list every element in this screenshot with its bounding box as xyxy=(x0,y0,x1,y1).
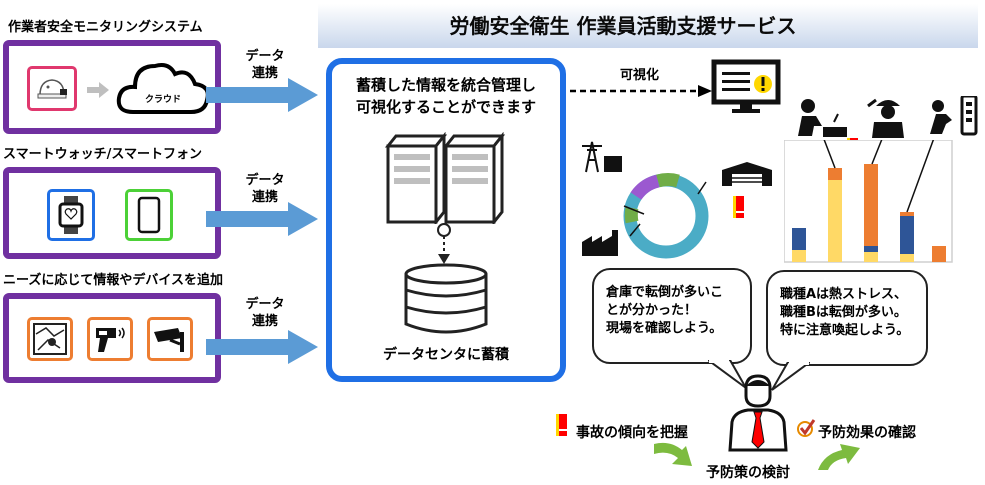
power-tower-icon xyxy=(582,141,622,173)
worker-welder-icon xyxy=(798,99,847,137)
datacenter-label: データセンタに蓄積 xyxy=(383,347,509,363)
map-icon xyxy=(33,323,67,355)
source-box-wearables xyxy=(3,167,221,259)
accident-trend-label: 事故の傾向を把握 xyxy=(576,425,688,441)
monitor-alert-icon xyxy=(711,59,781,113)
job-type-bar-chart xyxy=(784,140,953,263)
server-icon xyxy=(384,132,506,224)
visualize-arrow xyxy=(570,85,712,97)
warning-icon xyxy=(733,196,744,218)
thermometer-gun-icon xyxy=(96,327,125,352)
bubble-tail-1 xyxy=(708,360,747,389)
source-title-3: ニーズに応じて情報やデバイスを追加 xyxy=(3,273,223,288)
check-icon xyxy=(797,419,816,437)
green-arrow-left xyxy=(654,442,692,466)
link-arrow-1 xyxy=(206,78,318,112)
small-arrow-icon xyxy=(87,82,109,98)
source-title-2: スマートウォッチ/スマートフォン xyxy=(3,147,202,162)
map-card xyxy=(27,317,73,361)
warehouse-icon xyxy=(722,162,772,186)
cloud-icon xyxy=(116,63,210,114)
smartwatch-card xyxy=(47,189,95,241)
thermometer-card xyxy=(87,317,133,361)
manager-icon xyxy=(728,374,788,452)
camera-card xyxy=(147,317,193,361)
speech-bubble-job-type: 職種Aは熱ストレス、 職種Bは転倒が多い。 特に注意喚起しよう。 xyxy=(766,270,928,366)
prevention-plan-label: 予防策の検討 xyxy=(706,465,790,481)
link-label-1: データ連携 xyxy=(245,49,285,81)
source-title-1: 作業者安全モニタリングシステム xyxy=(8,20,203,35)
header-banner xyxy=(318,4,978,48)
incident-donut-chart xyxy=(623,173,709,259)
database-icon xyxy=(404,263,488,334)
helmet-sensor-icon xyxy=(37,79,67,99)
speech-bubble-warehouse: 倉庫で転倒が多いこ とが分かった！ 現場を確認しよう。 xyxy=(592,268,752,364)
connector-icon xyxy=(437,223,451,264)
link-arrow-2 xyxy=(206,202,318,236)
page-title: 労働安全衛生 作業員活動支援サービス xyxy=(449,14,797,38)
security-camera-icon xyxy=(154,328,184,352)
worker-electrician-icon xyxy=(930,96,978,136)
source-box-devices xyxy=(3,293,221,383)
integration-description: 蓄積した情報を統合管理し 可視化することができます xyxy=(355,76,536,116)
smartphone-icon xyxy=(137,196,161,234)
link-label-3: データ連携 xyxy=(245,297,285,329)
prevention-effect-label: 予防効果の確認 xyxy=(818,425,916,441)
link-arrow-3 xyxy=(206,330,318,364)
visualize-label: 可視化 xyxy=(620,68,660,83)
source-box-monitoring: クラウド xyxy=(3,40,221,134)
warning-icon-3 xyxy=(556,414,567,436)
green-arrow-right xyxy=(818,444,860,470)
link-label-2: データ連携 xyxy=(245,173,285,205)
cloud-label: クラウド xyxy=(144,95,181,105)
smartwatch-icon xyxy=(58,196,84,234)
worker-engineer-icon xyxy=(867,98,904,138)
bubble-tail-2 xyxy=(771,362,810,391)
smartphone-card xyxy=(125,189,173,241)
helmet-sensor-card xyxy=(27,66,77,111)
factory-icon xyxy=(582,230,618,256)
